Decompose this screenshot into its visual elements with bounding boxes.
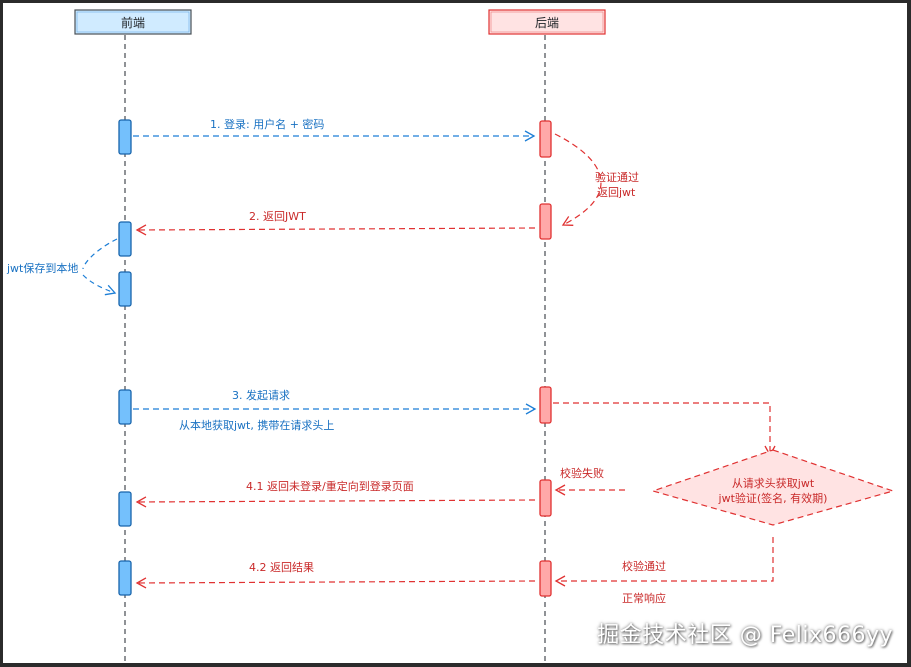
frontend-activation xyxy=(118,560,132,596)
normal-response-label: 正常响应 xyxy=(622,591,666,605)
self-loop-verify: 验证通过 返回jwt xyxy=(554,133,639,226)
message-not-logged-in-label: 4.1 返回未登录/重定向到登录页面 xyxy=(246,479,414,493)
verify-label-1: 验证通过 xyxy=(595,170,639,184)
backend-label: 后端 xyxy=(535,16,559,30)
backend-activation xyxy=(539,386,552,424)
watermark: 掘金技术社区 @ Felix666yy xyxy=(597,623,893,648)
backend-participant: 后端 xyxy=(488,9,606,35)
message-return-jwt-label: 2. 返回JWT xyxy=(249,210,306,223)
message-return-result: 4.2 返回结果 xyxy=(135,561,536,589)
diagram-canvas: 前端 后端 1. 登录: 用户名 + 密码 验证通过 返回jwt 2 xyxy=(3,3,907,663)
flow-pass: 校验通过 正常响应 xyxy=(554,537,774,605)
message-send-request-label: 3. 发起请求 xyxy=(232,388,290,402)
message-login: 1. 登录: 用户名 + 密码 xyxy=(133,117,536,142)
backend-activation xyxy=(539,203,552,240)
frontend-activation xyxy=(118,389,132,425)
frontend-participant: 前端 xyxy=(74,9,192,35)
message-login-label: 1. 登录: 用户名 + 密码 xyxy=(210,117,324,131)
frontend-activation xyxy=(118,271,132,307)
message-return-jwt: 2. 返回JWT xyxy=(135,210,536,236)
frontend-activation xyxy=(118,119,132,155)
backend-activations xyxy=(539,120,552,597)
message-send-request: 3. 发起请求 从本地获取jwt, 携带在请求头上 xyxy=(133,388,537,432)
pass-label: 校验通过 xyxy=(622,559,666,573)
flow-fail: 校验失败 xyxy=(554,466,625,496)
message-send-request-sub: 从本地获取jwt, 携带在请求头上 xyxy=(179,418,334,432)
fail-label: 校验失败 xyxy=(560,466,604,480)
backend-activation xyxy=(539,560,552,597)
frontend-activation xyxy=(118,491,132,527)
save-local-annotation: jwt保存到本地 xyxy=(6,238,118,296)
sequence-diagram: 前端 后端 1. 登录: 用户名 + 密码 验证通过 返回jwt 2 xyxy=(6,9,896,663)
decision-diamond: 从请求头获取jwt jwt验证(签名, 有效期) xyxy=(650,449,896,526)
frontend-label: 前端 xyxy=(121,15,145,30)
flow-to-decision xyxy=(553,402,776,457)
message-not-logged-in: 4.1 返回未登录/重定向到登录页面 xyxy=(135,479,536,508)
message-return-result-label: 4.2 返回结果 xyxy=(249,561,314,574)
save-local-label: jwt保存到本地 xyxy=(6,261,78,275)
frontend-activations xyxy=(118,119,132,596)
decision-label-1: 从请求头获取jwt xyxy=(732,477,815,490)
frontend-activation xyxy=(118,221,132,257)
decision-label-2: jwt验证(签名, 有效期) xyxy=(718,491,828,505)
backend-activation xyxy=(539,479,552,517)
verify-label-2: 返回jwt xyxy=(597,186,636,199)
backend-activation xyxy=(539,120,552,158)
